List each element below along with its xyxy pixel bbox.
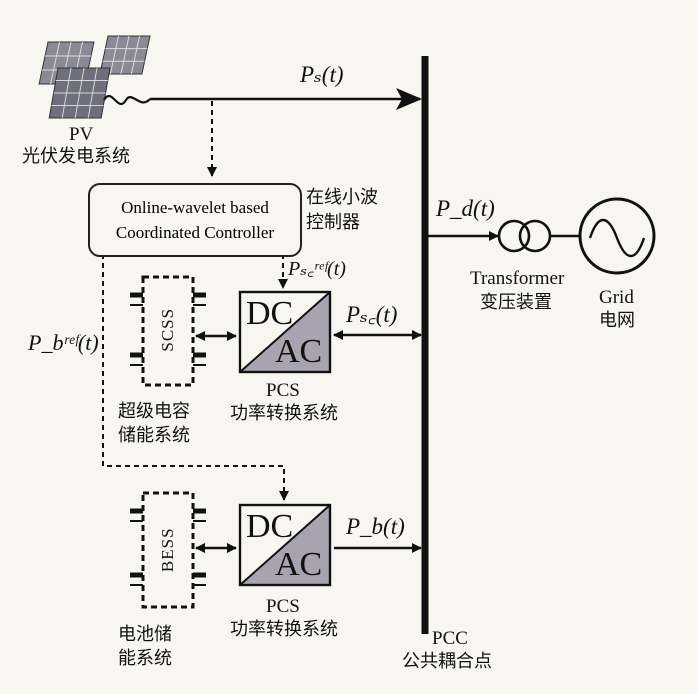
controller-line-1: Online-wavelet based <box>121 198 269 217</box>
pcs1-zh: 功率转换系统 <box>230 403 338 424</box>
psc-ref-label: Pₛ꜀ʳᵉᶠ(t) <box>288 258 346 280</box>
pcs2-ac: AC <box>275 546 323 583</box>
coordinated-controller: Online-wavelet based Coordinated Control… <box>88 183 302 257</box>
pcc-zh: 公共耦合点 <box>402 651 492 672</box>
scss-zh-1: 超级电容 <box>118 401 190 422</box>
scss-storage-icon <box>130 275 206 387</box>
bess-zh-2: 能系统 <box>118 648 172 669</box>
pb-label: P_b(t) <box>346 514 405 539</box>
pb-ref-dashed <box>102 254 289 501</box>
transformer-icon <box>497 219 552 253</box>
pcs2-label: PCS <box>266 596 300 617</box>
grid-label: Grid <box>599 287 634 308</box>
grid-icon <box>578 197 656 275</box>
pcs1-label: PCS <box>266 380 300 401</box>
controller-zh-2: 控制器 <box>306 212 360 233</box>
scss-label: SCSS <box>158 307 178 352</box>
controller-zh-1: 在线小波 <box>306 187 378 208</box>
pcs-converter-1 <box>238 290 332 374</box>
bess-label: BESS <box>158 527 178 573</box>
controller-line-2: Coordinated Controller <box>115 223 275 242</box>
pcs1-dc: DC <box>246 295 294 332</box>
scss-zh-2: 储能系统 <box>118 425 190 446</box>
transformer-label: Transformer <box>470 268 565 289</box>
pb-ref-label: P_bʳᵉᶠ(t) <box>28 330 99 355</box>
pv-label-zh: 光伏发电系统 <box>22 146 130 167</box>
pcs2-zh: 功率转换系统 <box>230 619 338 640</box>
bess-storage-icon <box>130 491 206 609</box>
ps-label: Pₛ(t) <box>300 62 344 87</box>
pcs2-dc: DC <box>246 508 294 545</box>
pv-cable <box>103 94 151 106</box>
transformer-zh: 变压装置 <box>480 292 552 313</box>
bess-zh-1: 电池储 <box>118 624 172 645</box>
pv-panel-icon <box>38 35 151 119</box>
pcs-converter-2 <box>238 503 332 587</box>
pd-label: P_d(t) <box>436 196 495 221</box>
pcs1-ac: AC <box>275 333 323 370</box>
psc-label: Pₛ꜀(t) <box>346 302 398 327</box>
pv-label: PV <box>69 124 94 145</box>
grid-zh: 电网 <box>599 310 635 331</box>
pcc-label: PCC <box>432 628 468 649</box>
